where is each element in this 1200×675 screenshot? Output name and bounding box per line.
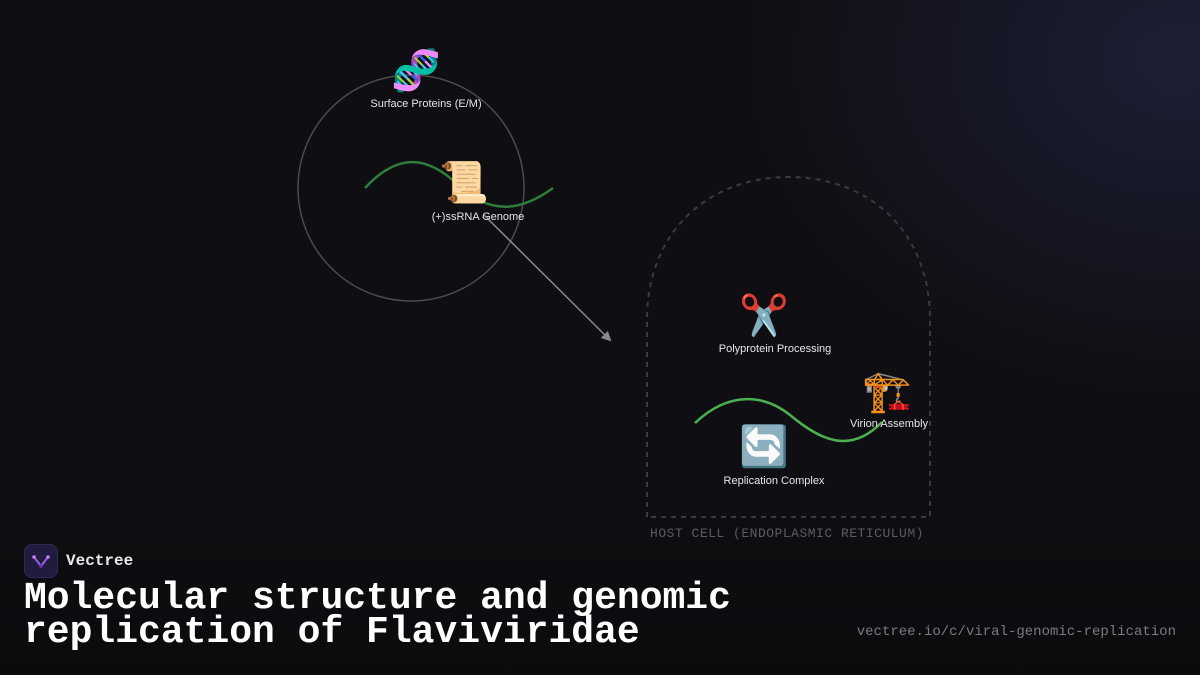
- assembly-label: Virion Assembly: [849, 418, 929, 430]
- vectree-logo: [24, 544, 58, 578]
- entry-arrow: [483, 214, 612, 342]
- polyprotein-label: Polyprotein Processing: [718, 343, 832, 355]
- dna-icon: 🧬: [391, 48, 441, 94]
- genome-label: (+)ssRNA Genome: [431, 211, 525, 223]
- source-url[interactable]: vectree.io/c/viral-genomic-replication: [856, 624, 1176, 640]
- host-cell-outline: [646, 175, 931, 518]
- host-cell-label: HOST CELL (ENDOPLASMIC RETICULUM): [650, 526, 924, 541]
- virion-rna-strand: [364, 160, 554, 208]
- brand[interactable]: Vectree: [24, 544, 133, 578]
- replication-label: Replication Complex: [723, 475, 825, 487]
- virion-outline: [297, 74, 525, 302]
- brand-name: Vectree: [66, 552, 134, 570]
- cycle-arrows-icon: 🔄: [739, 424, 789, 470]
- host-rna-strand: [694, 397, 883, 443]
- scissors-icon: ✂️: [739, 293, 789, 339]
- crane-icon: 🏗️: [862, 369, 912, 415]
- page-title: Molecular structure and genomic replicat…: [24, 577, 731, 654]
- surface-proteins-label: Surface Proteins (E/M): [370, 98, 482, 110]
- scroll-icon: 📜: [439, 160, 489, 206]
